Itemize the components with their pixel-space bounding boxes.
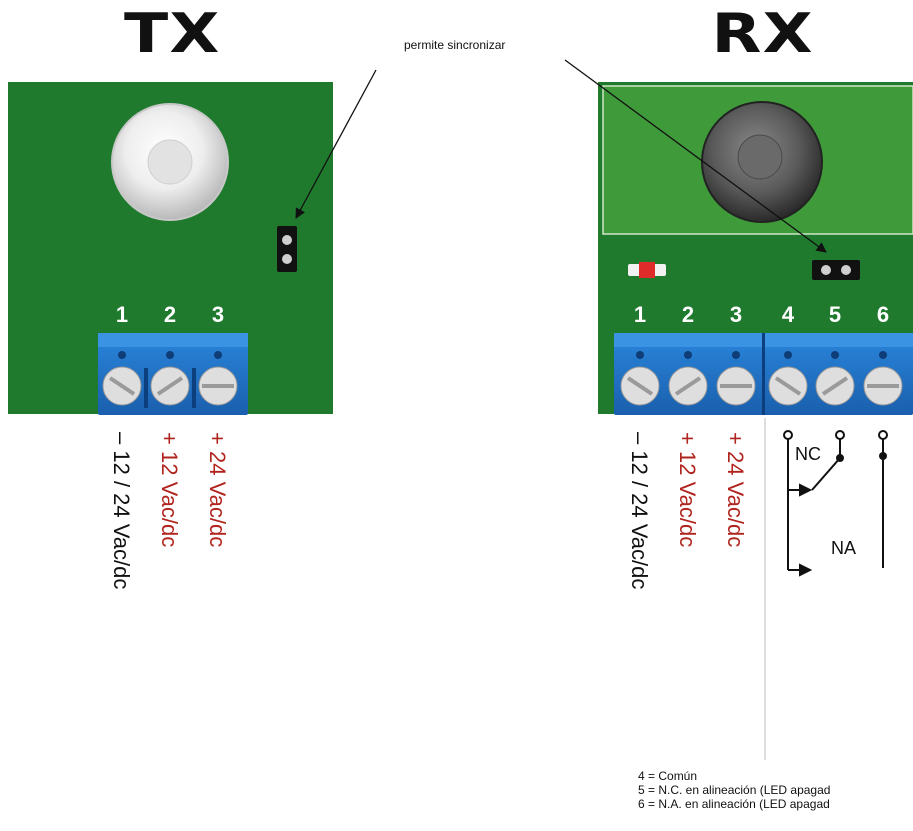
tx-terminal-2-number: 2	[163, 302, 177, 327]
rx-terminal-5-number: 5	[828, 302, 842, 327]
tx-title: TX	[123, 2, 221, 65]
rx-label-1-text: 12 / 24 Vac/dc	[627, 450, 652, 590]
tx-label-2-text: 12 Vac/dc	[157, 450, 182, 548]
terminal-legend: 4 = Común 5 = N.C. en alineación (LED ap…	[638, 769, 913, 811]
rx-terminal-3-number: 3	[729, 302, 743, 327]
rx-label-2: + 12 Vac/dc	[674, 432, 700, 547]
rx-label-2-sign: +	[675, 432, 700, 445]
tx-label-2-sign: +	[157, 432, 182, 445]
tx-label-3-text: 24 Vac/dc	[205, 450, 230, 548]
rx-terminal-2-number: 2	[681, 302, 695, 327]
rx-label-3-sign: +	[723, 432, 748, 445]
rx-label-1-sign: –	[627, 432, 652, 445]
relay-nc-label: NC	[795, 444, 821, 464]
rx-led	[628, 262, 666, 278]
rx-label-2-text: 12 Vac/dc	[675, 450, 700, 548]
rx-board	[598, 82, 913, 415]
rx-terminal-block	[614, 333, 913, 415]
tx-label-3: + 24 Vac/dc	[204, 432, 230, 547]
rx-terminal-6-number: 6	[876, 302, 890, 327]
rx-terminal-4-number: 4	[781, 302, 795, 327]
rx-label-1: – 12 / 24 Vac/dc	[626, 432, 652, 589]
tx-board	[8, 82, 333, 415]
tx-label-1-text: 12 / 24 Vac/dc	[109, 450, 134, 590]
tx-jumper	[277, 226, 297, 272]
rx-label-3-text: 24 Vac/dc	[723, 450, 748, 548]
legend-line-4: 4 = Común	[638, 769, 698, 783]
rx-sync-arrow	[564, 59, 827, 253]
relay-schematic	[783, 430, 888, 577]
tx-label-1-sign: –	[109, 432, 134, 445]
tx-sync-arrow	[295, 69, 377, 219]
legend-line-5: 5 = N.C. en alineación (LED apagad	[638, 783, 831, 797]
tx-terminal-1-number: 1	[115, 302, 129, 327]
rx-terminal-1-number: 1	[633, 302, 647, 327]
tx-label-3-sign: +	[205, 432, 230, 445]
tx-label-1: – 12 / 24 Vac/dc	[108, 432, 134, 589]
rx-jumper	[812, 260, 860, 280]
tx-terminal-block	[98, 333, 248, 415]
sync-annotation: permite sincronizar	[404, 38, 506, 52]
tx-terminal-3-number: 3	[211, 302, 225, 327]
rx-label-3: + 24 Vac/dc	[722, 432, 748, 547]
relay-na-label: NA	[831, 538, 857, 558]
rx-title: RX	[711, 2, 814, 65]
tx-label-2: + 12 Vac/dc	[156, 432, 182, 547]
legend-line-6: 6 = N.A. en alineación (LED apagad	[638, 797, 830, 811]
